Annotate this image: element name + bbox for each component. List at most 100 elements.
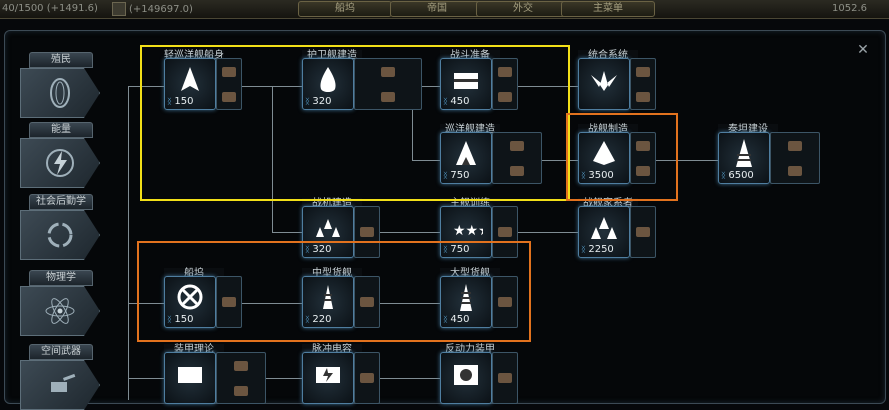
tab-shipyard[interactable]: 船坞 xyxy=(298,1,392,17)
sub-items xyxy=(492,58,518,110)
sub-items xyxy=(354,276,380,328)
tech-node-large-freighter[interactable]: 大型货舰 450 xyxy=(440,268,518,330)
shipyard-icon: 150 xyxy=(164,276,216,328)
tech-title: 中型货舰 xyxy=(302,268,362,279)
tech-title: 统合系统 xyxy=(578,50,638,61)
atom-icon xyxy=(20,286,100,336)
tech-cost: 3500 xyxy=(581,170,613,181)
ship-icon: 150 xyxy=(164,58,216,110)
tech-node-reactive-armor[interactable]: 反动力装甲 xyxy=(440,344,518,406)
armor-icon xyxy=(164,352,216,404)
tech-cost: 150 xyxy=(167,314,193,325)
tech-title: 战舰制造 xyxy=(578,124,638,135)
capacitor-icon xyxy=(302,352,354,404)
tech-node-pulse-capacitor[interactable]: 脉冲电容 xyxy=(302,344,380,406)
tech-node-titan-build[interactable]: 泰坦建设 6500 xyxy=(718,124,820,186)
category-label: 社会后勤学 xyxy=(29,194,93,210)
sub-items xyxy=(354,58,422,110)
category-physics[interactable]: 物理学 xyxy=(20,270,100,336)
sub-items xyxy=(354,206,380,258)
category-label: 空间武器 xyxy=(29,344,93,360)
colony-icon xyxy=(20,68,100,118)
tech-node-fighter-build[interactable]: 战机建造 320 xyxy=(302,198,380,260)
orange-highlight-battleship xyxy=(566,113,678,201)
tech-cost: 450 xyxy=(443,96,469,107)
sub-items xyxy=(492,132,542,184)
tech-node-light-cruiser-hull[interactable]: 轻巡洋舰船身 150 xyxy=(164,50,242,112)
freighter-icon: 220 xyxy=(302,276,354,328)
tech-title: 战舰家系者 xyxy=(578,198,638,209)
fighters-icon: 320 xyxy=(302,206,354,258)
tech-title: 泰坦建设 xyxy=(718,124,778,135)
tech-node-battleship-lineage[interactable]: 战舰家系者 2250 xyxy=(578,198,656,260)
tech-title: 护卫舰建造 xyxy=(302,50,362,61)
metal-readout: (+149697.0) xyxy=(112,2,193,16)
yellow-highlight xyxy=(140,45,570,201)
tech-cost: 220 xyxy=(305,314,331,325)
tech-node-integrated-systems[interactable]: 统合系统 xyxy=(578,50,656,112)
armor-plate-icon: 450 xyxy=(440,58,492,110)
tab-main-menu[interactable]: 主菜单 xyxy=(561,1,655,17)
right-readout: 1052.6 xyxy=(832,3,867,14)
tech-node-armor-theory[interactable]: 装甲理论 xyxy=(164,344,266,406)
tech-cost: 6500 xyxy=(721,170,753,181)
sub-items xyxy=(630,206,656,258)
tab-diplomacy[interactable]: 外交 xyxy=(476,1,570,17)
sub-items xyxy=(630,132,656,184)
sub-items xyxy=(770,132,820,184)
sub-items xyxy=(492,352,518,404)
fleet-icon: 2250 xyxy=(578,206,630,258)
category-space-weapons[interactable]: 空间武器 xyxy=(20,344,100,410)
credits-readout: 40/1500 (+1491.6) xyxy=(2,3,98,14)
tech-cost: 150 xyxy=(167,96,193,107)
tech-node-battle-prep[interactable]: 战斗准备 450 xyxy=(440,50,518,112)
close-icon[interactable]: ✕ xyxy=(857,42,869,58)
large-freighter-icon: 450 xyxy=(440,276,492,328)
sub-items xyxy=(216,352,266,404)
tech-title: 脉冲电容 xyxy=(302,344,362,355)
category-colonize[interactable]: 殖民 xyxy=(20,52,100,118)
tech-node-battleship-manufacture[interactable]: 战舰制造 3500 xyxy=(578,124,656,186)
tech-title: 轻巡洋舰船身 xyxy=(164,50,224,61)
tech-title: 船坞 xyxy=(164,268,224,279)
orange-highlight-freighters xyxy=(137,241,531,342)
category-label: 能量 xyxy=(29,122,93,138)
tech-cost: 320 xyxy=(305,96,331,107)
svg-text:★★★: ★★★ xyxy=(453,223,483,239)
sub-items xyxy=(216,58,242,110)
tech-title: 大型货舰 xyxy=(440,268,500,279)
sub-items xyxy=(492,276,518,328)
tech-node-capital-training[interactable]: 主舰训练 ★★★ 750 xyxy=(440,198,518,260)
metal-icon xyxy=(112,2,126,16)
tech-cost: 750 xyxy=(443,170,469,181)
tech-node-cruiser-build[interactable]: 巡洋舰建造 750 xyxy=(440,124,542,186)
tech-cost: 750 xyxy=(443,244,469,255)
sub-items xyxy=(492,206,518,258)
tech-node-medium-freighter[interactable]: 中型货舰 220 xyxy=(302,268,380,330)
category-energy[interactable]: 能量 xyxy=(20,122,100,188)
tech-cost: 2250 xyxy=(581,244,613,255)
stars-icon: ★★★ 750 xyxy=(440,206,492,258)
lightning-icon xyxy=(20,138,100,188)
battleship-icon: 3500 xyxy=(578,132,630,184)
wings-icon xyxy=(578,58,630,110)
titan-icon: 6500 xyxy=(718,132,770,184)
category-label: 殖民 xyxy=(29,52,93,68)
tech-cost: 450 xyxy=(443,314,469,325)
category-label: 物理学 xyxy=(29,270,93,286)
sub-items xyxy=(216,276,242,328)
sub-items xyxy=(630,58,656,110)
top-resource-bar: 40/1500 (+1491.6) (+149697.0) 船坞 帝国 外交 主… xyxy=(0,0,889,19)
category-social-logistics[interactable]: 社会后勤学 xyxy=(20,194,100,260)
frigate-icon: 320 xyxy=(302,58,354,110)
tech-title: 反动力装甲 xyxy=(440,344,500,355)
tab-empire[interactable]: 帝国 xyxy=(390,1,484,17)
tech-node-shipyard[interactable]: 船坞 150 xyxy=(164,268,242,330)
reactive-armor-icon xyxy=(440,352,492,404)
tech-node-frigate-build[interactable]: 护卫舰建造 320 xyxy=(302,50,422,112)
tech-title: 巡洋舰建造 xyxy=(440,124,500,135)
tech-title: 主舰训练 xyxy=(440,198,500,209)
cycle-icon xyxy=(20,210,100,260)
sub-items xyxy=(354,352,380,404)
cruiser-icon: 750 xyxy=(440,132,492,184)
